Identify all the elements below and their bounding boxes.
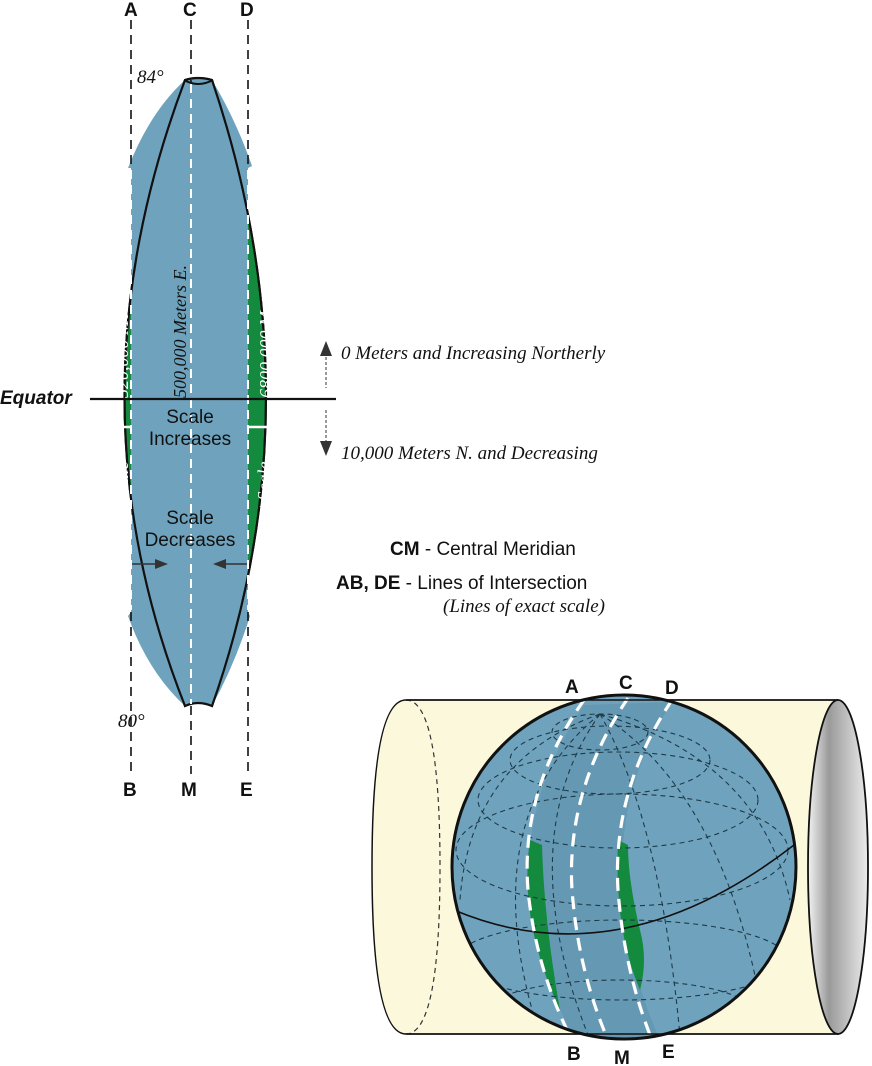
globe-label-c: C [619,673,633,694]
zone-interior [131,78,248,706]
label-e: E [240,780,253,801]
label-meters-east: 6800,000 Meters E. [256,256,276,398]
label-d: D [240,0,254,21]
legend-cm-text: - Central Meridian [420,539,576,560]
label-scale-increases-1: Scale [166,407,214,428]
globe-label-e: E [662,1042,675,1063]
scale-increases-arrows [94,421,286,433]
legend-cm-key: CM [390,539,420,560]
globe-label-m: M [614,1048,630,1066]
label-exact-scale-east: Exact Scale [254,462,274,547]
globe-line-de [615,699,674,1039]
label-b: B [123,780,137,801]
legend-cm: CM - Central Meridian [390,539,576,560]
label-meters-west: 320,000 Meters E. [112,265,132,399]
label-northing-north: 0 Meters and Increasing Northerly [341,343,606,364]
legend-abde: AB, DE - Lines of Intersection [336,573,587,594]
globe-label-a: A [565,677,579,698]
label-a: A [124,0,138,21]
globe-label-d: D [665,678,679,699]
northing-arrows [320,341,332,456]
legend-abde-text: - Lines of Intersection [400,573,587,594]
label-scale-increases-2: Increases [149,429,231,450]
globe-exact-scale-east [617,840,644,990]
lat-80: 80° [118,711,145,732]
label-meters-center: 500,000 Meters E. [170,265,190,398]
globe-label-b: B [567,1044,581,1065]
meridian-lines [130,20,249,774]
legend-abde-key: AB, DE [336,573,400,594]
label-northing-south: 10,000 Meters N. and Decreasing [341,443,598,464]
cylinder-opening [807,699,869,1035]
globe-cylinder-figure [371,693,869,1041]
legend: CM - Central Meridian AB, DE - Lines of … [336,539,605,617]
label-scale-decreases-2: Decreases [145,530,236,551]
label-c: C [183,0,197,21]
scale-decreases-arrows [132,559,247,569]
label-equator: Equator [0,388,73,409]
utm-zone-lens [123,76,268,708]
label-m: M [181,780,197,801]
label-scale-decreases-1: Scale [166,508,214,529]
label-exact-scale-west: Exact Scale [112,462,132,547]
legend-abde-sub: (Lines of exact scale) [443,596,605,617]
lat-84: 84° [137,67,164,88]
